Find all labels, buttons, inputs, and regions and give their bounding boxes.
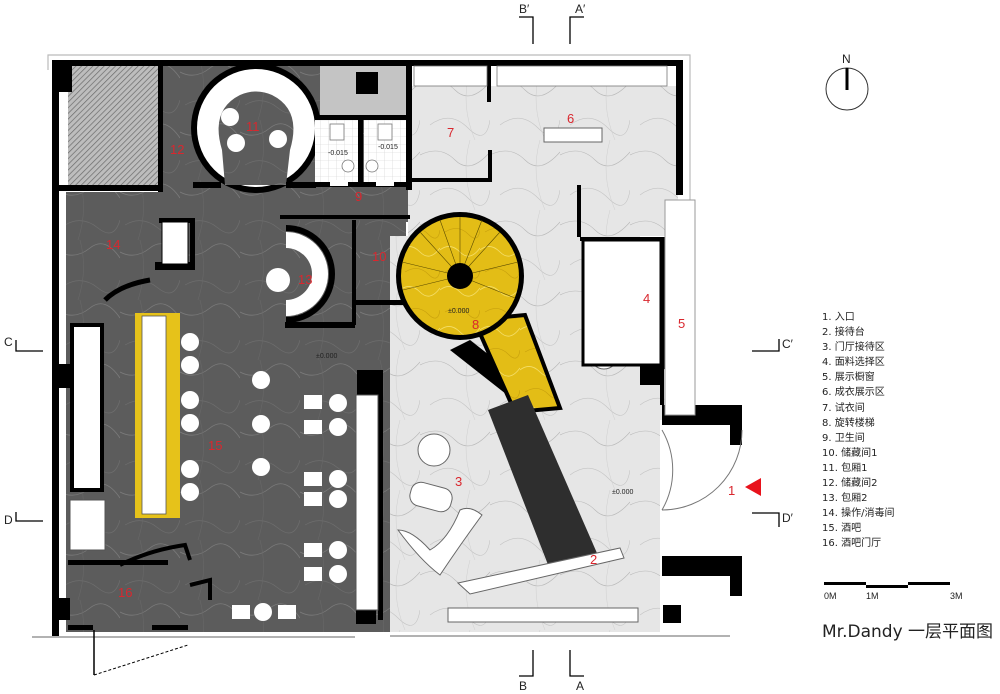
level-mark-stair: ±0.000 [448,308,469,315]
bar-stools [181,333,347,621]
legend-item: 10. 储藏间1 [822,447,878,459]
legend-item: 3. 门厅接待区 [822,342,885,354]
room-label-fitting: 7 [447,125,454,140]
level-mark-wc2: -0.015 [378,144,398,151]
legend-item: 6. 成衣展示区 [822,387,885,399]
site-boundary [47,54,691,200]
legend-item: 5. 展示橱窗 [822,372,875,384]
legend-item: 16. 酒吧门厅 [822,538,882,550]
room-label-bar: 15 [208,438,222,453]
legend-item: 14. 操作/消毒间 [822,508,895,520]
scale-label-3m: 3M [950,591,963,601]
north-label: N [842,52,851,66]
room-label-garment: 6 [567,111,574,126]
entry-door-swing [661,429,743,511]
section-mark-b-bottom: B [519,679,527,693]
section-markers [15,16,780,677]
section-mark-a-bottom: A [576,679,584,693]
room-label-booth1: 11 [246,119,260,134]
scale-label-0m: 0M [824,591,837,601]
room-label-storage1: 10 [372,249,386,264]
legend-item: 4. 面料选择区 [822,357,885,369]
room-label-storage2: 12 [170,142,184,157]
legend-item: 2. 接待台 [822,327,865,339]
bar-back-counter [70,323,104,492]
section-mark-c-left: C [4,335,13,349]
room-label-booth2: 13 [298,272,312,287]
legend-item: 12. 储藏间2 [822,478,878,490]
section-mark-d-right: D′ [782,511,794,525]
room-label-entrance: 1 [728,483,735,498]
section-mark-b-top: B′ [519,2,530,16]
scale-bar: 0M 1M 3M [822,580,963,610]
spiral-staircase [396,212,600,575]
room-label-fabric: 4 [643,291,650,306]
private-room-2 [266,225,335,323]
scale-label-1m: 1M [866,591,879,601]
room-label-bar-lobby: 16 [118,585,132,600]
room-label-reception-desk: 2 [590,552,597,567]
section-mark-c-right: C′ [782,337,794,351]
level-mark-wc1: -0.015 [328,150,348,157]
legend-item: 7. 试衣间 [822,402,865,414]
legend-item: 9. 卫生间 [822,432,865,444]
storage-hatch [68,65,158,185]
legend-item: 1. 入口 [822,312,855,323]
private-room-1 [191,63,321,193]
bar-counter [135,313,180,518]
north-arrow-icon [825,67,869,111]
room-label-prep: 14 [106,237,120,252]
legend-item: 11. 包厢1 [822,462,868,474]
level-mark-lobby: ±0.000 [612,489,633,496]
walls [52,60,742,636]
north-arrow: N [822,52,872,112]
restrooms [315,115,407,187]
room-label-staircase: 8 [472,317,479,332]
legend-item: 15. 酒吧 [822,523,862,535]
room-label-lobby: 3 [455,474,462,489]
scale-bar-graphic [824,582,950,588]
legend-item: 8. 旋转楼梯 [822,417,875,429]
room-label-window: 5 [678,316,685,331]
room-label-restroom: 9 [355,189,362,204]
section-mark-d-left: D [4,513,13,527]
plan-title: Mr.Dandy 一层平面图 [822,622,994,642]
section-mark-a-top: A′ [575,2,586,16]
entry-arrow-icon [745,478,761,496]
legend: 1. 入口 2. 接待台 3. 门厅接待区 4. 面料选择区 5. 展示橱窗 6… [822,310,992,552]
legend-item: 13. 包厢2 [822,493,868,505]
level-mark-bar: ±0.000 [316,353,337,360]
